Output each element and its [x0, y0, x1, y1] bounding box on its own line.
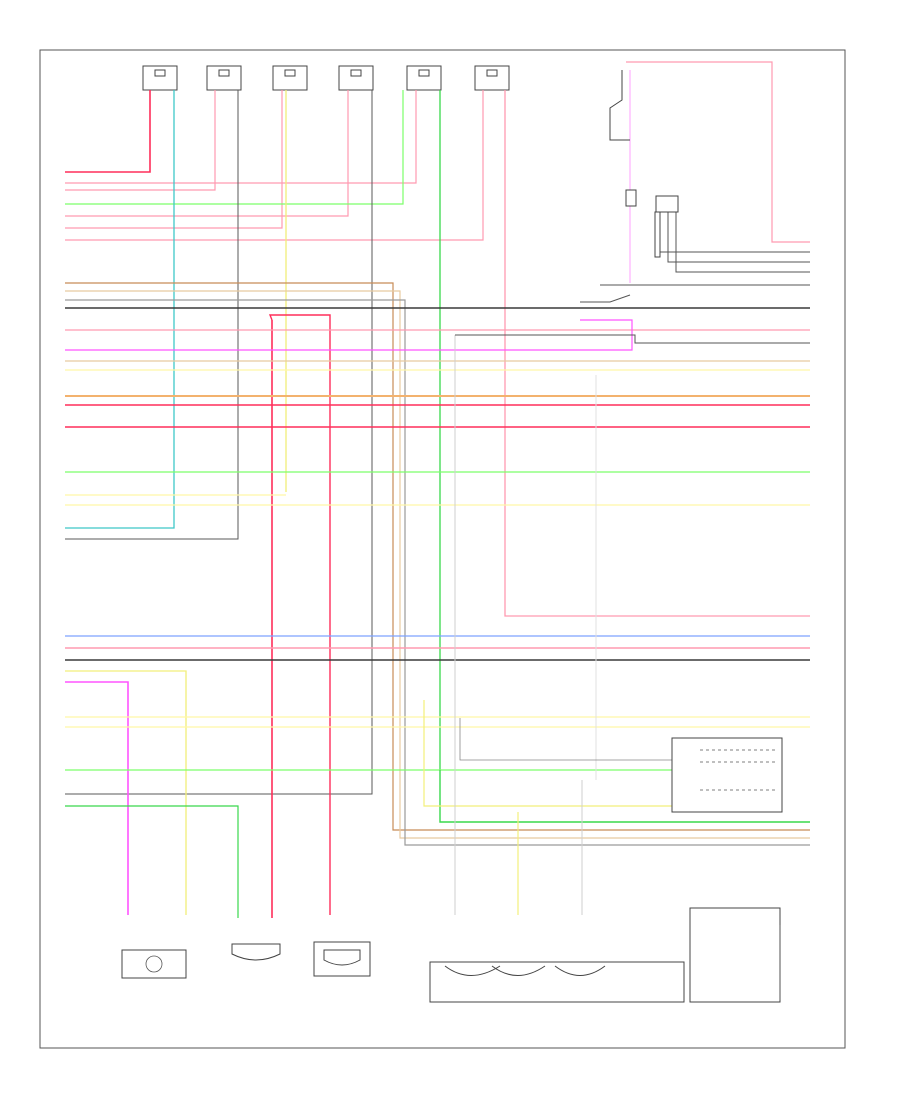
- diagram-border: [39, 49, 846, 1049]
- wire-black: [675, 212, 810, 273]
- wire-pink: [65, 90, 417, 184]
- wire-pink: [504, 90, 810, 617]
- connector-right: [689, 907, 781, 1003]
- injector-6: [474, 65, 510, 91]
- injector-1: [142, 65, 178, 91]
- wire-layer: [65, 61, 810, 918]
- injector-row: [142, 65, 510, 91]
- wire-black: [455, 334, 810, 344]
- wire-pink: [65, 90, 349, 217]
- wire-red: [268, 314, 331, 915]
- wire-black: [659, 212, 810, 253]
- ignition-switch: [609, 70, 637, 207]
- injector-4: [338, 65, 374, 91]
- wire-gray: [65, 299, 810, 846]
- wire-yellow: [423, 700, 680, 807]
- injector-5: [406, 65, 442, 91]
- wire-pink: [626, 61, 810, 243]
- sensor-left: [121, 949, 187, 979]
- wire-black: [667, 212, 810, 263]
- wire-black: [65, 90, 373, 795]
- injector-2: [206, 65, 242, 91]
- sensor-mid-1: [231, 943, 281, 961]
- injector-3: [272, 65, 308, 91]
- wire-black: [580, 294, 631, 303]
- relay-block: [654, 195, 679, 258]
- wire-pink: [65, 90, 283, 229]
- wire-magenta: [65, 681, 129, 915]
- wire-dk-green: [439, 770, 810, 823]
- wire-brown: [65, 282, 810, 831]
- control-module-right: [459, 718, 783, 813]
- sensor-cluster: [429, 961, 685, 1003]
- wire-yellow: [65, 670, 187, 915]
- wire-pink: [65, 90, 216, 191]
- wire-tan: [65, 290, 810, 839]
- wire-dk-green: [65, 805, 239, 918]
- wire-lt-green: [65, 90, 404, 205]
- sensor-mid-2: [313, 941, 371, 977]
- wire-black: [65, 90, 239, 540]
- wire-cyan: [65, 90, 175, 529]
- wire-pink: [65, 90, 484, 241]
- wire-pink: [65, 90, 151, 173]
